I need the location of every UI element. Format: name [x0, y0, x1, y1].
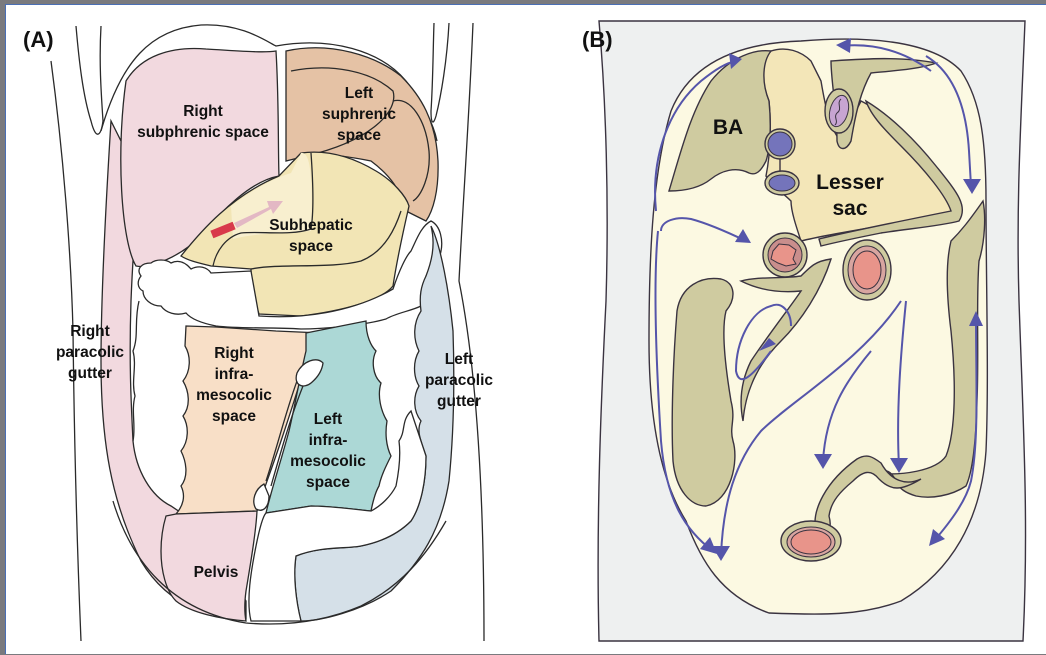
- label-left-inframesocolic-1: Left: [314, 411, 342, 428]
- small-bowel-mesentery: [738, 258, 832, 422]
- mesentery-stalk: [265, 380, 298, 482]
- flow-loop: [734, 303, 792, 381]
- label-right-paracolic-2: paracolic: [56, 344, 124, 361]
- body-outline-right: [430, 22, 450, 123]
- arrowhead-icon: [969, 311, 983, 326]
- label-left-paracolic-3: gutter: [437, 393, 481, 410]
- mesentery-root: [295, 359, 324, 387]
- panel-a-label: (A): [23, 27, 54, 52]
- arrowhead-icon: [836, 38, 851, 53]
- figure-frame: (A) Right subphrenic space Left suphreni…: [5, 4, 1046, 654]
- label-left-inframesocolic-3: mesocolic: [290, 453, 366, 470]
- flow-mid-right-down: [897, 300, 907, 467]
- arrowhead-icon: [759, 338, 776, 351]
- subhepatic-inner-line: [212, 152, 314, 267]
- label-left-subphrenic-1: Left: [345, 85, 373, 102]
- label-lesser-sac-1: Lesser: [816, 171, 884, 194]
- arrowhead-icon: [712, 546, 730, 561]
- label-right-inframesocolic-1: Right: [214, 345, 254, 362]
- label-right-inframesocolic-2: infra-: [215, 366, 254, 383]
- ivc-vessel-lumen: [767, 131, 793, 157]
- label-subhepatic-2: space: [289, 238, 333, 255]
- portal-vein: [768, 174, 796, 192]
- panel-b-label: (B): [582, 27, 613, 52]
- rectum-lumen: [790, 529, 832, 555]
- duodenum-lumen: [770, 243, 797, 267]
- label-left-subphrenic-2: suphrenic: [322, 106, 396, 123]
- arrowhead-icon: [735, 229, 751, 243]
- mesentery-lower-loop: [253, 483, 270, 511]
- label-lesser-sac-2: sac: [832, 197, 867, 220]
- ascending-colon-edge: [132, 300, 140, 442]
- panel-a: (A) Right subphrenic space Left suphreni…: [23, 22, 493, 642]
- arrowhead-icon: [729, 53, 742, 69]
- pelvis-lower-outline: [112, 500, 447, 625]
- region-left-inframesocolic: [265, 320, 392, 514]
- flow-mid-down: [822, 350, 872, 462]
- label-right-subphrenic-2: subphrenic space: [137, 124, 269, 141]
- flow-left-downward: [925, 55, 972, 187]
- label-left-inframesocolic-2: infra-: [309, 432, 348, 449]
- fluid-flow-arrows: [654, 38, 983, 561]
- left-subphrenic-inner-line: [290, 67, 395, 157]
- body-outline-left-side: [50, 60, 82, 642]
- splenic-vessel-detail: [834, 98, 842, 126]
- stomach-ligament: [830, 57, 939, 150]
- label-left-paracolic-2: paracolic: [425, 372, 493, 389]
- flow-diagonal-to-pelvis: [720, 300, 902, 557]
- arrowhead-icon: [929, 529, 945, 546]
- left-subphrenic-inner-line-2: [392, 99, 430, 202]
- label-bare-area: BA: [713, 116, 743, 139]
- arrowhead-icon: [963, 179, 981, 194]
- label-left-inframesocolic-4: space: [306, 474, 350, 491]
- flow-right-gutter-down: [654, 230, 714, 552]
- foramen-marker: [210, 221, 236, 239]
- flow-right-upper: [654, 60, 737, 212]
- label-right-inframesocolic-3: mesocolic: [196, 387, 272, 404]
- label-left-subphrenic-3: space: [337, 127, 381, 144]
- label-left-paracolic-1: Left: [445, 351, 473, 368]
- ascending-colon: [671, 277, 736, 507]
- body-outline-left: [75, 25, 104, 135]
- mesentery-stalk-2: [270, 385, 304, 487]
- foramen-arrow-icon: [234, 201, 283, 228]
- label-right-inframesocolic-4: space: [212, 408, 256, 425]
- label-right-paracolic-3: gutter: [68, 365, 112, 382]
- label-pelvis: Pelvis: [194, 564, 239, 581]
- figure-canvas: (A) Right subphrenic space Left suphreni…: [23, 20, 1027, 642]
- descending-colon: [248, 409, 427, 622]
- region-bare-area-liver: [668, 49, 773, 192]
- label-subhepatic-1: Subhepatic: [269, 217, 353, 234]
- label-right-subphrenic-1: Right: [183, 103, 223, 120]
- arrowhead-icon: [814, 454, 832, 469]
- colon-lumen: [852, 250, 882, 290]
- arrowhead-icon: [890, 458, 908, 473]
- label-right-paracolic-1: Right: [70, 323, 110, 340]
- panel-b: (B) BA Lesser sac: [582, 20, 1027, 642]
- subhepatic-inner-line-2: [250, 210, 402, 270]
- arrowhead-icon: [700, 537, 717, 554]
- flow-left-gutter-up: [933, 315, 978, 542]
- body-outline-right-side: [458, 22, 485, 642]
- splenic-ligament: [818, 99, 964, 247]
- flow-right-to-lesser: [660, 217, 747, 242]
